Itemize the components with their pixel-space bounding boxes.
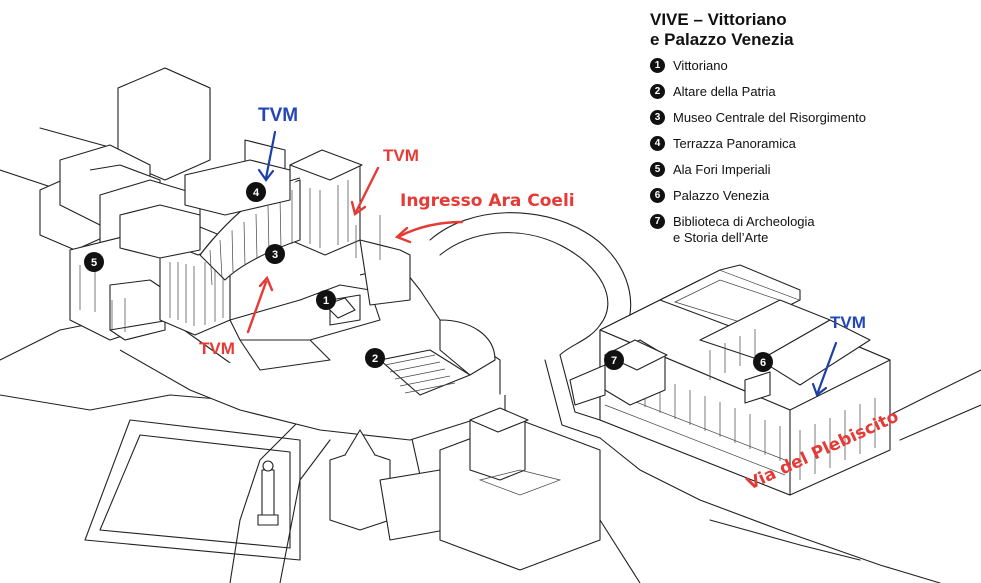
church-buildings xyxy=(329,407,601,571)
piazza-colonna xyxy=(84,419,301,561)
legend-item-ala-fori: 5 Ala Fori Imperiali xyxy=(650,162,970,178)
legend-number-badge: 1 xyxy=(650,58,665,73)
arrow-tvm-palazzo-icon xyxy=(816,341,838,394)
legend-number-badge: 6 xyxy=(650,188,665,203)
legend-item-museo: 3 Museo Centrale del Risorgimento xyxy=(650,110,970,126)
marker-7[interactable]: 7 xyxy=(604,350,624,370)
marker-5-label: 5 xyxy=(91,257,97,269)
legend-item-label: Palazzo Venezia xyxy=(673,188,770,203)
legend-item-palazzo: 6 Palazzo Venezia xyxy=(650,188,970,204)
legend-item-label: Ala Fori Imperiali xyxy=(673,162,771,177)
legend-list: 1 Vittoriano 2 Altare della Patria 3 Mus… xyxy=(650,58,970,246)
map-legend: VIVE – Vittoriano e Palazzo Venezia 1 Vi… xyxy=(650,10,970,256)
legend-number-badge: 5 xyxy=(650,162,665,177)
tvm-terrace-label: TVM xyxy=(383,146,419,165)
marker-6-label: 6 xyxy=(760,357,766,369)
legend-item-terrazza: 4 Terrazza Panoramica xyxy=(650,136,970,152)
annotation-arrows xyxy=(246,130,838,397)
legend-item-label: Terrazza Panoramica xyxy=(673,136,796,151)
marker-5[interactable]: 5 xyxy=(84,252,104,272)
legend-number-badge: 3 xyxy=(650,110,665,125)
marker-7-label: 7 xyxy=(611,355,617,367)
tvm-top-label: TVM xyxy=(258,105,298,126)
legend-item-vittoriano: 1 Vittoriano xyxy=(650,58,970,74)
marker-6[interactable]: 6 xyxy=(753,352,773,372)
marker-3-label: 3 xyxy=(272,249,278,261)
palazzo-venezia xyxy=(569,264,891,496)
legend-item-label: Vittoriano xyxy=(673,58,728,73)
legend-item-label: Altare della Patria xyxy=(673,84,776,99)
map-markers: 1 2 3 4 5 6 7 xyxy=(84,182,773,372)
legend-item-altare: 2 Altare della Patria xyxy=(650,84,970,100)
legend-number-badge: 2 xyxy=(650,84,665,99)
vittoriano-building xyxy=(109,149,506,441)
marker-2-label: 2 xyxy=(372,353,378,365)
arrow-tvm-top-icon xyxy=(264,130,277,180)
legend-number-badge: 4 xyxy=(650,136,665,151)
marker-1[interactable]: 1 xyxy=(316,290,336,310)
marker-1-label: 1 xyxy=(323,295,329,307)
legend-item-label: Biblioteca di Archeologia e Storia dell’… xyxy=(673,214,815,245)
tvm-palazzo-label: TVM xyxy=(830,313,866,332)
legend-item-biblioteca: 7 Biblioteca di Archeologia e Storia del… xyxy=(650,214,970,246)
legend-number-badge: 7 xyxy=(650,214,665,229)
marker-2[interactable]: 2 xyxy=(365,348,385,368)
marker-4[interactable]: 4 xyxy=(246,182,266,202)
legend-item-label: Museo Centrale del Risorgimento xyxy=(673,110,866,125)
arrow-tvm-bottom-icon xyxy=(246,280,268,334)
legend-title: VIVE – Vittoriano e Palazzo Venezia xyxy=(650,10,794,49)
arrow-ingresso-icon xyxy=(398,220,464,238)
tvm-bottom-label: TVM xyxy=(199,339,235,358)
arrow-tvm-terrace-icon xyxy=(354,166,380,214)
marker-4-label: 4 xyxy=(253,187,260,199)
marker-3[interactable]: 3 xyxy=(265,244,285,264)
ingresso-label: Ingresso Ara Coeli xyxy=(400,191,575,211)
